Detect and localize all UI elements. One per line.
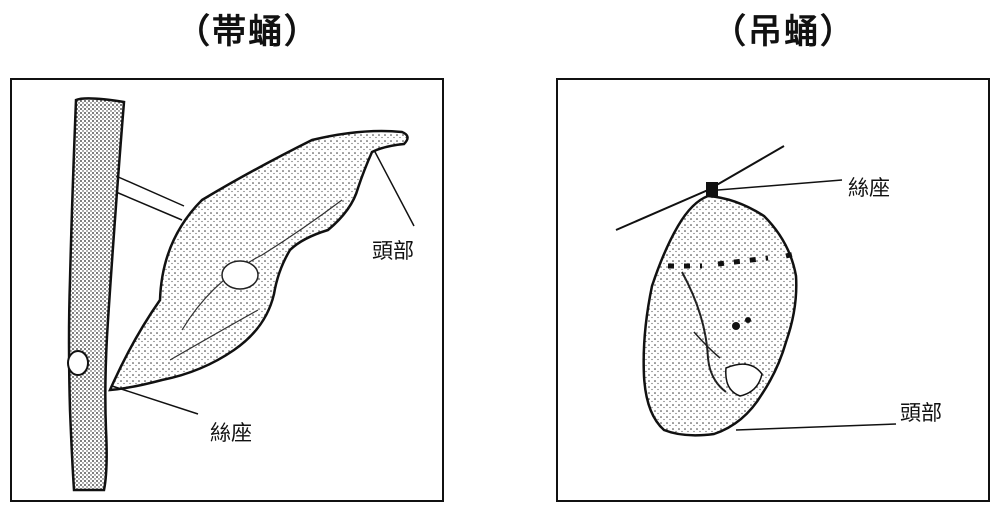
head-leader-line: [736, 424, 896, 430]
silk-pad-leader-line: [718, 180, 842, 190]
girdled-pupa-illustration: 頭部 絲座: [10, 78, 444, 502]
silk-pad-label: 絲座: [848, 172, 890, 202]
title-girdled-pupa: （帯蛹）: [176, 4, 320, 53]
head-label: 頭部: [900, 397, 942, 427]
girdled-pupa-body: [110, 131, 408, 390]
head-leader-line: [374, 150, 414, 226]
silk-girdle: [116, 176, 184, 220]
head-label: 頭部: [372, 235, 414, 265]
hanging-pupa-body: [644, 196, 797, 435]
silk-pad-leader-line: [112, 386, 198, 414]
branch: [69, 98, 124, 490]
hanging-pupa-illustration: 絲座 頭部: [556, 78, 990, 502]
hanging-pupa-drawing: [558, 80, 988, 500]
silk-pad-label: 絲座: [210, 417, 252, 447]
title-hanging-pupa: （吊蛹）: [712, 4, 856, 53]
silk-pad: [706, 182, 718, 196]
